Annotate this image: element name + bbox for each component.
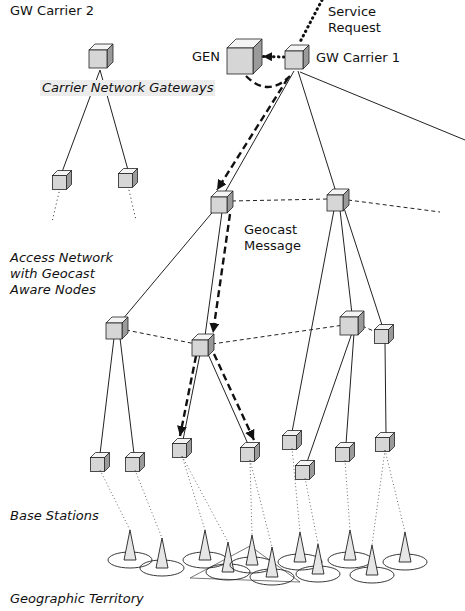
mesh-link bbox=[348, 200, 440, 212]
territory-plane: Geographic Territory bbox=[10, 528, 462, 610]
radio-link bbox=[385, 450, 405, 532]
flow-label: Geocast Message bbox=[244, 222, 314, 254]
radio-link bbox=[100, 470, 130, 530]
network-link bbox=[205, 212, 222, 336]
node-cube bbox=[106, 317, 128, 339]
radio-link bbox=[292, 448, 300, 532]
text-holder: GEN bbox=[192, 49, 220, 65]
node-cube bbox=[241, 443, 260, 462]
radio-link bbox=[182, 456, 205, 530]
network-link bbox=[300, 72, 465, 140]
plane-label: Base Stations bbox=[10, 508, 99, 524]
plane-label: Carrier Network Gateways bbox=[40, 80, 215, 96]
node-cube bbox=[283, 431, 302, 450]
radio-link bbox=[345, 460, 350, 530]
network-link bbox=[122, 208, 216, 320]
layer-label: Access Network with Geocast Aware Nodes bbox=[10, 250, 130, 298]
node-cube bbox=[126, 453, 145, 472]
node-cube bbox=[91, 453, 110, 472]
node-cube bbox=[88, 43, 114, 69]
geocast-arrow bbox=[214, 354, 254, 440]
gateway-node: GW Carrier 1 bbox=[284, 44, 400, 70]
node-cube bbox=[284, 44, 310, 70]
plane-label: Geographic Territory bbox=[10, 591, 144, 607]
continuation-link bbox=[128, 186, 136, 220]
text-holder: Geocast Message bbox=[244, 222, 314, 254]
node-cube bbox=[285, 45, 309, 69]
node-cube bbox=[227, 39, 262, 74]
network-link bbox=[344, 208, 382, 325]
mesh-link bbox=[126, 330, 196, 344]
continuation-link bbox=[52, 188, 60, 222]
node-cube bbox=[226, 38, 263, 75]
radio-link bbox=[250, 460, 252, 535]
network-link bbox=[100, 338, 114, 454]
node-cube bbox=[192, 334, 214, 356]
text-holder: Base Stations bbox=[10, 508, 99, 524]
mesh-link bbox=[212, 325, 344, 344]
node-cube bbox=[211, 191, 233, 213]
radio-link bbox=[305, 478, 318, 544]
antenna bbox=[383, 532, 427, 570]
text-holder: GW Carrier 1 bbox=[316, 50, 400, 66]
network-link bbox=[183, 354, 200, 440]
node-label: GW Carrier 2 bbox=[10, 3, 94, 19]
node-cube bbox=[376, 433, 395, 452]
service-request-line bbox=[300, 0, 322, 42]
text-holder: Service Request bbox=[328, 4, 394, 36]
node-cube bbox=[327, 189, 349, 211]
gen-server: GEN bbox=[190, 38, 263, 75]
node-cube bbox=[296, 461, 315, 480]
antenna bbox=[230, 535, 274, 573]
antenna bbox=[350, 545, 394, 583]
network-link bbox=[385, 343, 386, 434]
network-link bbox=[346, 333, 354, 444]
geocast-arrow bbox=[180, 356, 196, 436]
radio-link bbox=[182, 456, 228, 542]
text-holder: Carrier Network Gateways bbox=[40, 80, 215, 96]
network-link bbox=[298, 71, 336, 192]
request-arrow bbox=[263, 55, 284, 59]
geocast-path bbox=[246, 76, 290, 87]
gateway-node: GW Carrier 2 bbox=[8, 2, 114, 69]
antenna bbox=[140, 538, 184, 576]
node-label: GW Carrier 1 bbox=[316, 50, 400, 66]
node-label: GEN bbox=[192, 49, 220, 65]
node-cube bbox=[53, 171, 72, 190]
geocast-arrow bbox=[217, 78, 288, 190]
antenna bbox=[183, 530, 227, 568]
network-link bbox=[224, 71, 294, 194]
node-cube bbox=[173, 439, 192, 458]
flow-label: Service Request bbox=[328, 4, 394, 36]
node-cube bbox=[89, 44, 113, 68]
antenna bbox=[328, 530, 372, 568]
text-holder: Access Network with Geocast Aware Nodes bbox=[10, 250, 130, 298]
network-link bbox=[208, 354, 248, 444]
network-plane: Carrier Network GatewaysGW Carrier 2GENG… bbox=[15, 26, 462, 106]
antenna bbox=[206, 542, 250, 580]
geocast-arrow bbox=[213, 214, 230, 333]
node-cube bbox=[340, 311, 364, 335]
network-plane: Base Stations bbox=[10, 432, 462, 526]
antenna bbox=[250, 547, 294, 585]
radio-link bbox=[135, 470, 162, 538]
antenna bbox=[296, 544, 340, 582]
text-holder: GW Carrier 2 bbox=[10, 3, 94, 19]
node-cube bbox=[375, 325, 394, 344]
node-cube bbox=[336, 443, 355, 462]
radio-link bbox=[250, 460, 272, 547]
node-cube bbox=[119, 169, 138, 188]
text-holder: Geographic Territory bbox=[10, 591, 144, 607]
radio-link bbox=[372, 450, 385, 545]
network-link bbox=[120, 338, 134, 454]
mesh-link bbox=[232, 199, 328, 201]
